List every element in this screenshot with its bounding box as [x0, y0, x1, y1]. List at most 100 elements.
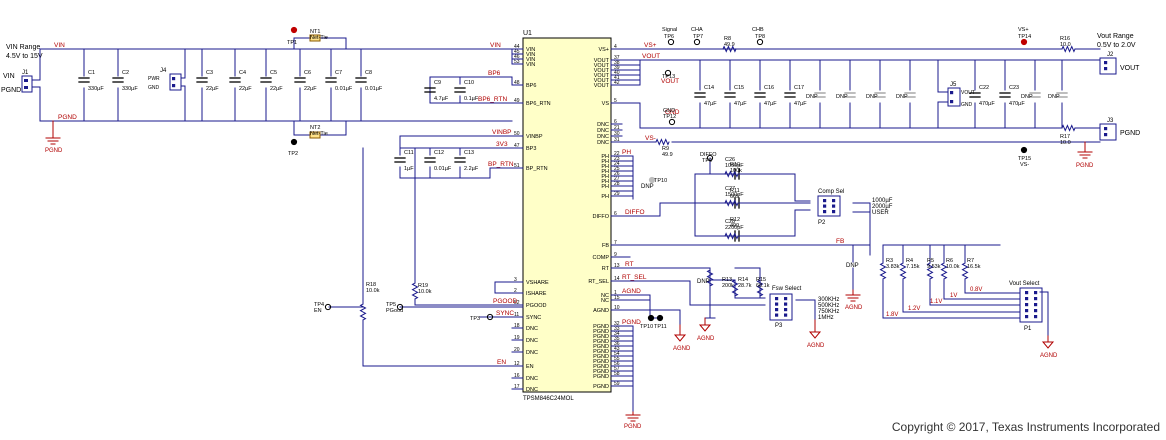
resistor-body [724, 170, 739, 178]
vout-label: VOUT [1120, 65, 1140, 72]
pin-name: PGND [593, 384, 609, 390]
cap-value: 470µF [1009, 101, 1025, 107]
pin-name: PH [601, 154, 609, 160]
fsw-opt-3: 750KHz [818, 309, 839, 315]
pin-name: PGND [593, 349, 609, 355]
resistor-r4: R47.15k [899, 258, 920, 280]
pin-number: 16 [514, 373, 520, 379]
pin-number: 40 [614, 70, 620, 76]
capacitor-c23: C23 470µF [999, 85, 1025, 107]
pin-number: 47 [514, 143, 520, 149]
testpoint-ring [290, 138, 298, 146]
cap-ref: C14 [704, 85, 714, 91]
testpoint-tp13: TP13 [662, 69, 675, 80]
cap-ref: C26 [725, 157, 735, 163]
pin-name: BP6 [526, 83, 536, 89]
res-ref: R3 [886, 258, 893, 264]
pin-number: 11 [514, 312, 519, 318]
net-sync: SYNC [496, 310, 514, 317]
res-value: 28.7k [738, 283, 752, 289]
net-pgnd-ic: PGND [622, 319, 641, 326]
cap-value: 47µF [704, 101, 717, 107]
header-pin [775, 308, 779, 312]
resistor-body [706, 269, 714, 287]
cap-ref: C6 [304, 70, 311, 76]
testpoint-net: PGood [386, 308, 403, 314]
pin-number: 36 [614, 341, 620, 347]
j2-ref: J2 [1107, 52, 1114, 58]
header-pin [1025, 315, 1029, 319]
net-en: EN [497, 359, 506, 366]
resistor-body [722, 45, 737, 53]
cap-ref: C22 [979, 85, 989, 91]
cap-ref: C23 [1009, 85, 1019, 91]
cap-value: 2.2µF [464, 166, 479, 172]
header-pin [1034, 297, 1038, 301]
pin-number: 45 [514, 49, 520, 55]
fsw-select-title: Fsw Select [772, 286, 802, 292]
pin-name: RT [602, 266, 610, 272]
fsw-opt-4: 1MHz [818, 315, 834, 321]
header-pin [832, 199, 836, 203]
pin-number: 3 [514, 277, 517, 283]
resistor-body [724, 232, 739, 240]
res-value: 10.0 [1060, 42, 1071, 48]
header-pin [1034, 315, 1038, 319]
pin-name: RT_SEL [588, 279, 609, 285]
cap-ref: C7 [335, 70, 342, 76]
pin-name: PGND [593, 324, 609, 330]
net-vsn: VS- [645, 135, 656, 142]
net-fb: FB [836, 238, 844, 245]
cap-ref: C17 [794, 85, 804, 91]
pin-name: PGND [593, 369, 609, 375]
testpoint-ring [1020, 38, 1028, 46]
res-ref: R16 [1060, 36, 1070, 42]
header-pin [950, 91, 954, 95]
ic-u1: U1 TPSM846C24MOL [522, 30, 612, 402]
testpoint-ref: TP15 [1018, 156, 1031, 162]
j4-ref: J4 [160, 68, 167, 74]
res-value: 499 [730, 223, 739, 229]
ground-labels: PGND AGND AGND AGND AGND AGND PGND PGND [45, 148, 1094, 430]
pin-name: VIN [526, 57, 535, 63]
vin-range-line2: 4.5V to 15V [6, 53, 43, 60]
cap-value: 1µF [404, 166, 414, 172]
header-pin [950, 100, 954, 104]
res-ref: R17 [1060, 134, 1070, 140]
cap-value: 1500pF [725, 192, 744, 198]
gnd-label-pgnd-right: PGND [1076, 163, 1094, 169]
header-pin [1104, 127, 1108, 131]
cap-value: 330µF [88, 86, 104, 92]
header-pin [1025, 309, 1029, 313]
testpoint-net: CHA [691, 27, 703, 33]
pin-name: VOUT [594, 63, 610, 69]
dnp-tp10: DNP [641, 184, 654, 190]
pin-number: 44 [514, 44, 520, 50]
pin-name: DNC [526, 387, 538, 393]
cap-value: 22µF [270, 86, 283, 92]
pin-name: VIN [526, 47, 535, 53]
res-ref: R9 [662, 146, 669, 152]
header-pin [784, 297, 788, 301]
cap-value: 470µF [979, 101, 995, 107]
net-pgnd-left: PGND [58, 114, 77, 121]
p3-ref: P3 [775, 323, 783, 329]
connector-j4 [169, 73, 182, 91]
pin-number: 30 [614, 131, 620, 137]
connectors: J4 PWR GND J2 Vout Range 0.5V to 2.0V VO… [148, 33, 1140, 332]
pin-number: 51 [514, 163, 520, 169]
pin-name: DNC [526, 326, 538, 332]
header-pin [823, 204, 827, 208]
dnp-label: DNP [896, 94, 908, 100]
pin-number: 31 [614, 137, 620, 143]
header-pin [172, 77, 176, 81]
testpoint-ring [647, 314, 655, 322]
testpoint-ring [693, 38, 701, 46]
vout-range-2: 0.5V to 2.0V [1097, 42, 1136, 49]
vout-options: 0.8V 1V 1.1V 1.2V 1.8V [886, 287, 982, 318]
